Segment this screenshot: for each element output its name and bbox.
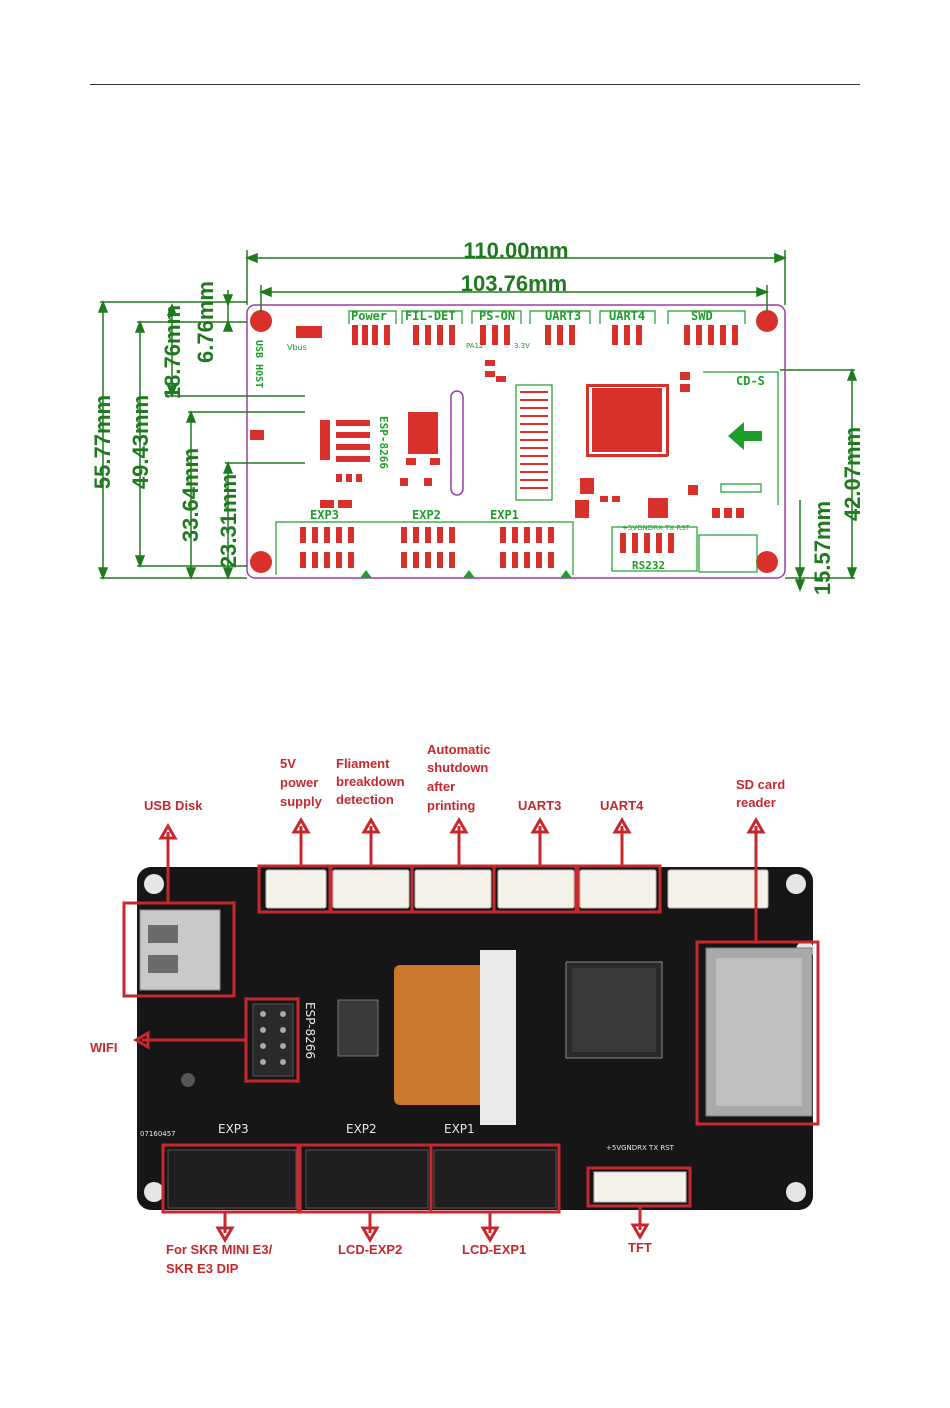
board-outline bbox=[246, 304, 786, 579]
dim-right-1: 42.07mm bbox=[840, 427, 865, 521]
label-esp8266: ESP-8266 bbox=[377, 416, 390, 469]
sd-insert-arrow-icon bbox=[728, 422, 762, 450]
mount-hole bbox=[250, 310, 272, 332]
ann-power-3: supply bbox=[280, 794, 323, 809]
label-tft-pins: +5VGNDRX TX RST bbox=[622, 524, 691, 532]
label-uart3: UART3 bbox=[545, 309, 581, 323]
ann-lcd-exp1: LCD-EXP1 bbox=[462, 1242, 526, 1257]
label-exp3: EXP3 bbox=[310, 508, 339, 522]
label-ps-on: PS-ON bbox=[479, 309, 515, 323]
ann-tft: TFT bbox=[628, 1240, 652, 1255]
ann-uart3: UART3 bbox=[518, 798, 561, 813]
ann-auto-4: printing bbox=[427, 798, 475, 813]
mount-hole bbox=[756, 310, 778, 332]
ann-sd-1: SD card bbox=[736, 777, 785, 792]
ann-auto-2: shutdown bbox=[427, 760, 488, 775]
label-vbus: Vbus bbox=[287, 343, 307, 352]
photo-tft-pins: +5VGNDRX TX RST bbox=[606, 1144, 675, 1152]
dim-left-1: 55.77mm bbox=[90, 395, 115, 489]
label-power: Power bbox=[351, 309, 387, 323]
dim-right-2: 15.57mm bbox=[810, 501, 835, 595]
ann-fil-3: detection bbox=[336, 792, 394, 807]
label-pa12: PA12 bbox=[466, 342, 483, 350]
photo-esp8266: ESP-8266 bbox=[303, 1002, 317, 1059]
pcb-dimension-drawing: 110.00mm 103.76mm 55.77mm 49.43mm 18.76m… bbox=[90, 238, 865, 595]
ann-fil-2: breakdown bbox=[336, 774, 405, 789]
dim-left-3: 18.76mm bbox=[160, 305, 185, 399]
header-rule bbox=[90, 84, 860, 85]
photo-exp3: EXP3 bbox=[218, 1122, 249, 1136]
ann-fil-1: Fliament bbox=[336, 756, 390, 771]
ann-lcd-exp2: LCD-EXP2 bbox=[338, 1242, 402, 1257]
ann-usb-disk: USB Disk bbox=[144, 798, 203, 813]
ann-exp3-2: SKR E3 DIP bbox=[166, 1261, 239, 1276]
ann-sd-2: reader bbox=[736, 795, 776, 810]
ann-wifi: WIFI bbox=[90, 1040, 117, 1055]
label-cd-s: CD-S bbox=[736, 374, 765, 388]
label-3v3: 3.3V bbox=[514, 342, 530, 350]
dim-width-holes: 103.76mm bbox=[461, 271, 567, 296]
label-fil-det: FIL-DET bbox=[405, 309, 456, 323]
ann-auto-1: Automatic bbox=[427, 742, 491, 757]
label-exp1: EXP1 bbox=[490, 508, 519, 522]
ann-power-2: power bbox=[280, 775, 318, 790]
photo-exp2: EXP2 bbox=[346, 1122, 377, 1136]
label-uart4: UART4 bbox=[609, 309, 645, 323]
dim-left-5: 33.64mm bbox=[178, 448, 203, 542]
dim-left-6: 23.31mm bbox=[216, 474, 241, 568]
ann-exp3-1: For SKR MINI E3/ bbox=[166, 1242, 273, 1257]
label-usb-host: USB HOST bbox=[253, 340, 264, 388]
photo-board-code: 07160457 bbox=[140, 1130, 176, 1138]
photo-exp1: EXP1 bbox=[444, 1122, 475, 1136]
mount-hole bbox=[756, 551, 778, 573]
label-exp2: EXP2 bbox=[412, 508, 441, 522]
dim-left-4: 6.76mm bbox=[193, 281, 218, 363]
label-swd: SWD bbox=[691, 309, 713, 323]
ann-power-1: 5V bbox=[280, 756, 296, 771]
ann-auto-3: after bbox=[427, 779, 455, 794]
label-rs232: RS232 bbox=[632, 559, 665, 572]
mount-hole bbox=[250, 551, 272, 573]
dim-left-2: 49.43mm bbox=[128, 395, 153, 489]
dim-width-total: 110.00mm bbox=[463, 238, 568, 263]
ann-uart4: UART4 bbox=[600, 798, 644, 813]
